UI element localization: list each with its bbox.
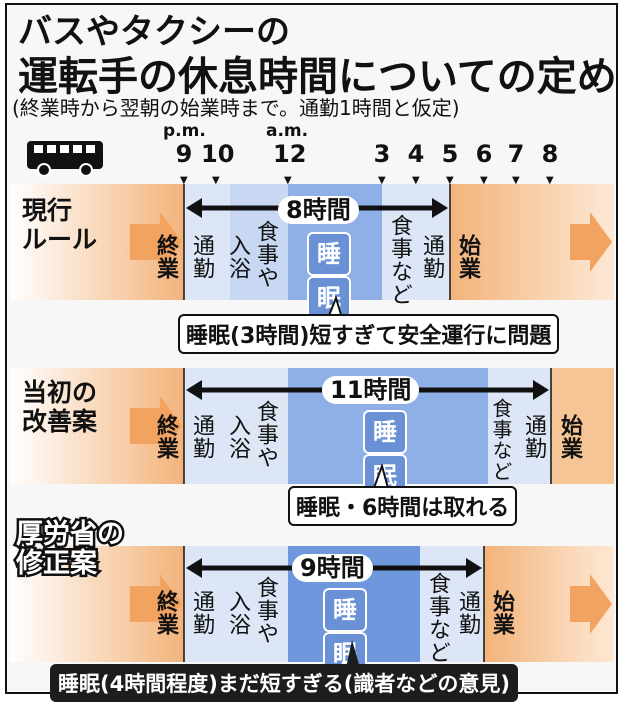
row2-end: 終業 <box>153 414 178 460</box>
row3-meal: 食事や <box>253 576 278 645</box>
row2-sleep-char-1: 睡 <box>363 410 407 454</box>
row1-title: 現行ルール <box>22 196 98 254</box>
row2-pointer <box>373 464 389 488</box>
row2-commute-1: 通勤 <box>189 414 214 460</box>
row1-commute-2: 通勤 <box>419 234 444 280</box>
row2-title: 当初の改善案 <box>22 378 98 436</box>
row3-commute-1: 通勤 <box>189 590 214 636</box>
row3-start: 始業 <box>489 590 514 636</box>
row1-sleep: 睡眠 <box>288 232 370 320</box>
row2-meal-etc: 食事など <box>489 398 513 482</box>
row2-callout: 睡眠・6時間は取れる <box>288 486 518 526</box>
hour-tick-3: ▼ <box>378 175 386 186</box>
row3-pointer <box>346 640 360 668</box>
hour-tick-6: ▼ <box>480 175 488 186</box>
am-label: a.m. <box>266 121 309 141</box>
hour-label-1: 10 <box>201 140 235 168</box>
hour-tick-4: ▼ <box>412 175 420 186</box>
hour-tick-8: ▼ <box>546 175 554 186</box>
row1-commute-1: 通勤 <box>189 234 214 280</box>
row1-start: 始業 <box>455 234 480 280</box>
hour-tick-0: ▼ <box>180 175 188 186</box>
row3-duration: 9時間 <box>292 554 373 582</box>
row3-bath: 入浴 <box>225 590 250 636</box>
row2-duration: 11時間 <box>322 376 420 404</box>
row2-start: 始業 <box>557 414 582 460</box>
row2-bath: 入浴 <box>225 414 250 460</box>
row2-meal: 食事や <box>253 400 278 469</box>
row1-end: 終業 <box>153 234 178 280</box>
pm-label: p.m. <box>163 121 206 141</box>
hour-tick-1: ▼ <box>212 175 220 186</box>
subtitle: (終業時から翌朝の始業時まで。通勤1時間と仮定) <box>12 96 460 120</box>
hour-label-3: 3 <box>373 140 391 168</box>
row3-meal-etc: 食事など <box>425 572 450 664</box>
row3-title: 厚労省の修正案 <box>14 518 127 581</box>
row1-meal: 食事や <box>253 220 278 289</box>
row1-pointer <box>327 296 343 318</box>
row3-commute-2: 通勤 <box>455 590 480 636</box>
hour-label-0: 9 <box>175 140 193 168</box>
hour-tick-5: ▼ <box>446 175 454 186</box>
row3-sleep-char-1: 睡 <box>323 588 367 632</box>
hour-label-4: 4 <box>407 140 425 168</box>
hour-label-6: 6 <box>475 140 493 168</box>
hour-tick-7: ▼ <box>512 175 520 186</box>
bus-icon <box>27 141 103 177</box>
hour-label-5: 5 <box>441 140 459 168</box>
title-line-1: バスやタクシーの <box>18 12 290 52</box>
hour-label-7: 7 <box>507 140 525 168</box>
row1-meal-etc: 食事など <box>387 214 412 306</box>
hour-label-8: 8 <box>541 140 559 168</box>
row1-duration: 8時間 <box>278 196 359 224</box>
row3-end: 終業 <box>153 590 178 636</box>
row1-sleep-char-1: 睡 <box>307 232 351 276</box>
title-line-2: 運転手の休息時間についての定め <box>18 54 617 100</box>
row3-callout: 睡眠(4時間程度)まだ短すぎる(識者などの意見) <box>50 664 519 702</box>
row2-commute-2: 通勤 <box>521 414 546 460</box>
hour-tick-2: ▼ <box>284 175 292 186</box>
hour-label-2: 12 <box>273 140 307 168</box>
row1-bath: 入浴 <box>225 234 250 280</box>
row1-callout: 睡眠(3時間)短すぎて安全運行に問題 <box>178 314 560 354</box>
